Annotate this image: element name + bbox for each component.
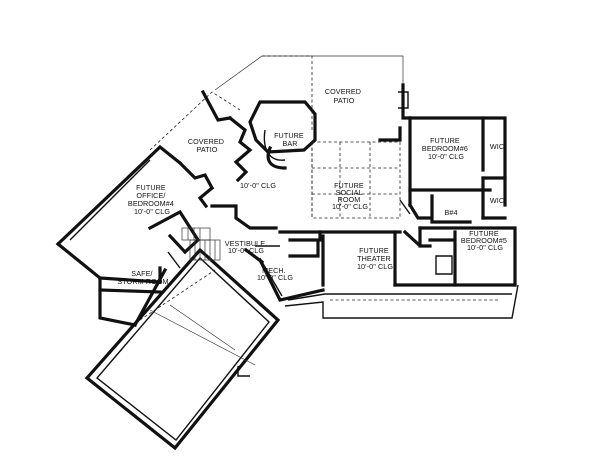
right-wing-bedroom5 bbox=[393, 226, 517, 287]
main-interior-walls bbox=[210, 204, 402, 302]
future-bar-outline bbox=[248, 100, 317, 170]
label-wic-bottom: WIC bbox=[490, 196, 504, 205]
label-safe-storm-room: SAFE/ STORM ROOM bbox=[117, 269, 168, 286]
label-covered-patio-left: COVERED PATIO bbox=[188, 137, 226, 154]
room-labels: COVERED PATIO COVERED PATIO FUTURE BAR 1… bbox=[117, 87, 509, 286]
label-wic-top: WIC bbox=[490, 142, 504, 151]
garage-outline bbox=[84, 247, 281, 451]
label-bath-4: B#4 bbox=[444, 208, 457, 217]
label-vestibule: VESTIBULE 10'-0" CLG bbox=[225, 239, 268, 255]
covered-patio-left-outline bbox=[149, 89, 253, 209]
label-covered-patio-top: COVERED PATIO bbox=[325, 87, 363, 105]
label-future-office-bedroom-4: FUTURE OFFICE/ BEDROOM#4 10'-0" CLG bbox=[128, 183, 176, 216]
left-wing bbox=[55, 144, 201, 328]
bottom-terrace bbox=[284, 284, 519, 319]
label-future-bedroom-6: FUTURE BEDROOM#6 10'-0" CLG bbox=[422, 136, 470, 161]
label-mech: MECH. 10'-0" CLG bbox=[257, 266, 293, 282]
label-future-social-room: FUTURE SOCIAL ROOM 10'-0" CLG bbox=[332, 181, 368, 211]
label-future-bar: FUTURE BAR bbox=[274, 131, 306, 148]
covered-patio-top-outline bbox=[214, 55, 412, 142]
label-main-clg: 10'-0" CLG bbox=[240, 181, 276, 190]
stairs bbox=[181, 227, 221, 261]
social-room-grid bbox=[311, 141, 401, 219]
label-future-theater: FUTURE THEATER 10'-0" CLG bbox=[357, 246, 393, 271]
label-future-bedroom-5: FUTURE BEDROOM#5 10'-0" CLG bbox=[461, 229, 509, 252]
right-wing-bedroom6 bbox=[399, 116, 507, 224]
